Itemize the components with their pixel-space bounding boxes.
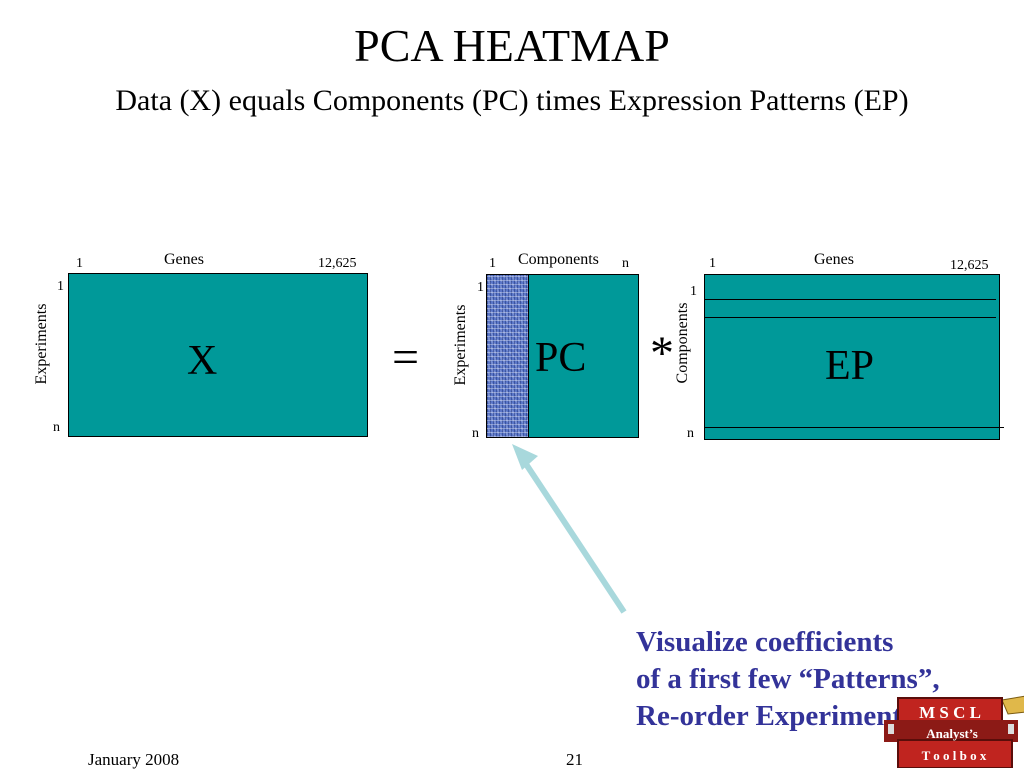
arrow-shaft <box>519 456 627 614</box>
matrix-x-side-label: Experiments <box>33 303 50 385</box>
matrix-ep-row-start: 1 <box>690 284 697 299</box>
matrix-x-col-start: 1 <box>76 256 83 271</box>
matrix-pc-side-label: Experiments <box>452 304 469 386</box>
footer-date: January 2008 <box>88 750 180 769</box>
callout-line-3: Re-order Experiments <box>636 700 914 732</box>
matrix-x-symbol: X <box>187 338 218 384</box>
ep-pattern-line-n <box>704 427 1004 428</box>
matrix-x: X <box>68 273 368 437</box>
ep-pattern-line-1 <box>704 299 996 300</box>
matrix-x-top-label: Genes <box>164 251 204 268</box>
ep-pattern-line-2 <box>704 317 996 318</box>
matrix-ep-row-end: n <box>687 426 694 441</box>
matrix-pc-row-start: 1 <box>477 280 484 295</box>
matrix-ep: EP <box>704 274 1000 440</box>
matrix-ep-top-label: Genes <box>814 251 854 268</box>
matrix-x-row-start: 1 <box>57 279 64 294</box>
matrix-ep-col-start: 1 <box>709 256 716 271</box>
matrix-x-row-end: n <box>53 420 60 435</box>
matrix-pc-col-start: 1 <box>489 256 496 271</box>
svg-text:M S C L: M S C L <box>919 703 981 722</box>
matrix-pc-row-end: n <box>472 426 479 441</box>
matrix-pc-col-end: n <box>622 256 629 271</box>
svg-text:T o o l b o x: T o o l b o x <box>922 748 987 763</box>
matrix-x-col-end: 12,625 <box>318 256 357 271</box>
mscl-toolbox-logo: M S C L Analyst’s T o o l b o x <box>876 690 1024 769</box>
equals-sign: = <box>392 331 420 384</box>
callout-line-1: Visualize coefficients <box>636 626 894 658</box>
slide-subtitle: Data (X) equals Components (PC) times Ex… <box>115 84 909 117</box>
svg-text:Analyst’s: Analyst’s <box>926 726 978 741</box>
matrix-pc-top-label: Components <box>518 251 599 268</box>
pointer-arrow <box>512 444 627 614</box>
matrix-ep-col-end: 12,625 <box>950 258 989 273</box>
pc-highlighted-columns <box>486 274 529 438</box>
callout-line-2: of a first few “Patterns”, <box>636 663 940 695</box>
slide-title: PCA HEATMAP <box>354 20 670 71</box>
multiply-sign: * <box>650 327 674 380</box>
matrix-ep-symbol: EP <box>825 343 875 389</box>
matrix-ep-side-label: Components <box>674 302 691 384</box>
footer-page-number: 21 <box>566 750 583 769</box>
matrix-pc-symbol: PC <box>535 335 587 381</box>
callout-text: Visualize coefficients of a first few “P… <box>636 624 1024 735</box>
toolbox-icon: M S C L Analyst’s T o o l b o x <box>884 695 1024 769</box>
arrow-head <box>512 444 538 470</box>
